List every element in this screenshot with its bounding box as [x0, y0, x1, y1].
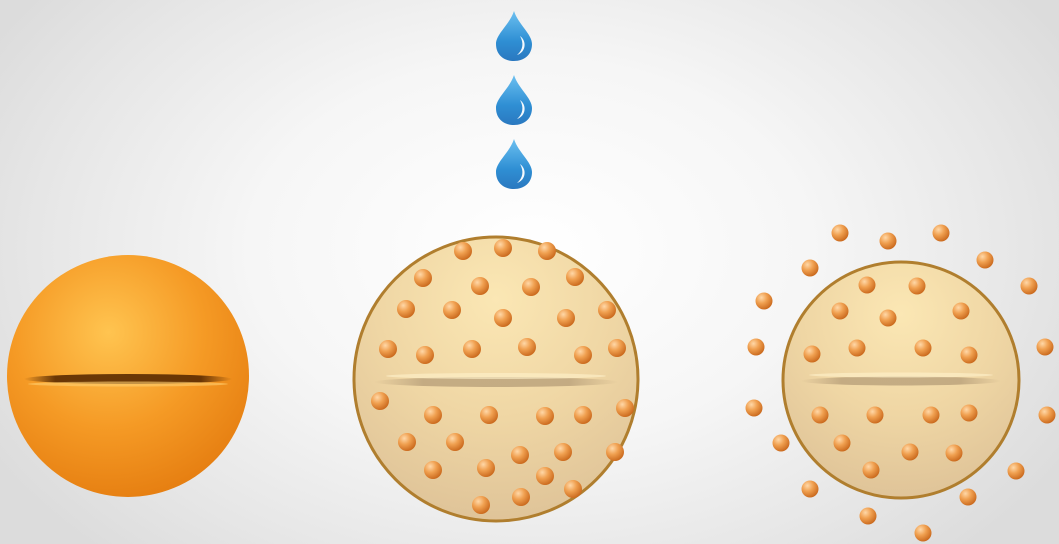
particle-icon	[371, 392, 389, 410]
particle-icon	[608, 339, 626, 357]
particle-icon	[536, 467, 554, 485]
particle-icon	[960, 489, 977, 506]
particle-icon	[397, 300, 415, 318]
particle-icon	[554, 443, 572, 461]
particle-icon	[946, 445, 963, 462]
particle-icon	[511, 446, 529, 464]
particle-icon	[494, 309, 512, 327]
particle-icon	[802, 481, 819, 498]
particle-icon	[915, 340, 932, 357]
particle-icon	[518, 338, 536, 356]
particle-icon	[834, 435, 851, 452]
particle-icon	[538, 242, 556, 260]
particle-icon	[902, 444, 919, 461]
particle-icon	[756, 293, 773, 310]
particle-icon	[915, 525, 932, 542]
particle-icon	[860, 508, 877, 525]
particle-icon	[564, 480, 582, 498]
particle-icon	[424, 461, 442, 479]
particle-icon	[1039, 407, 1056, 424]
particle-icon	[977, 252, 994, 269]
water-drops	[496, 11, 532, 189]
particle-icon	[909, 278, 926, 295]
particle-icon	[880, 310, 897, 327]
particle-icon	[454, 242, 472, 260]
wetted-tablet	[354, 237, 638, 521]
particle-icon	[416, 346, 434, 364]
particle-icon	[923, 407, 940, 424]
particle-icon	[1037, 339, 1054, 356]
particle-icon	[867, 407, 884, 424]
particle-icon	[859, 277, 876, 294]
particle-icon	[804, 346, 821, 363]
particle-icon	[512, 488, 530, 506]
particle-icon	[557, 309, 575, 327]
particle-icon	[832, 303, 849, 320]
particle-icon	[933, 225, 950, 242]
particle-icon	[477, 459, 495, 477]
particle-icon	[832, 225, 849, 242]
particle-icon	[606, 443, 624, 461]
particle-icon	[616, 399, 634, 417]
particle-icon	[472, 496, 490, 514]
particle-icon	[574, 406, 592, 424]
particle-icon	[566, 268, 584, 286]
particle-icon	[536, 407, 554, 425]
water-drop-icon	[496, 75, 532, 125]
water-drop-icon	[496, 139, 532, 189]
particle-icon	[880, 233, 897, 250]
particle-icon	[494, 239, 512, 257]
particle-icon	[398, 433, 416, 451]
particle-icon	[849, 340, 866, 357]
particle-icon	[773, 435, 790, 452]
particle-icon	[463, 340, 481, 358]
particle-icon	[961, 347, 978, 364]
particle-icon	[522, 278, 540, 296]
particle-icon	[746, 400, 763, 417]
particle-icon	[953, 303, 970, 320]
particle-icon	[379, 340, 397, 358]
particle-icon	[863, 462, 880, 479]
intact-tablet	[7, 255, 249, 497]
particle-icon	[574, 346, 592, 364]
particle-icon	[812, 407, 829, 424]
particle-icon	[1021, 278, 1038, 295]
particle-icon	[424, 406, 442, 424]
particle-icon	[446, 433, 464, 451]
particle-icon	[443, 301, 461, 319]
particle-icon	[961, 405, 978, 422]
particle-icon	[748, 339, 765, 356]
particle-icon	[1008, 463, 1025, 480]
water-drop-icon	[496, 11, 532, 61]
particle-icon	[598, 301, 616, 319]
particle-icon	[471, 277, 489, 295]
dispersed-tablet	[746, 225, 1056, 542]
particle-icon	[802, 260, 819, 277]
particle-icon	[414, 269, 432, 287]
particle-icon	[480, 406, 498, 424]
